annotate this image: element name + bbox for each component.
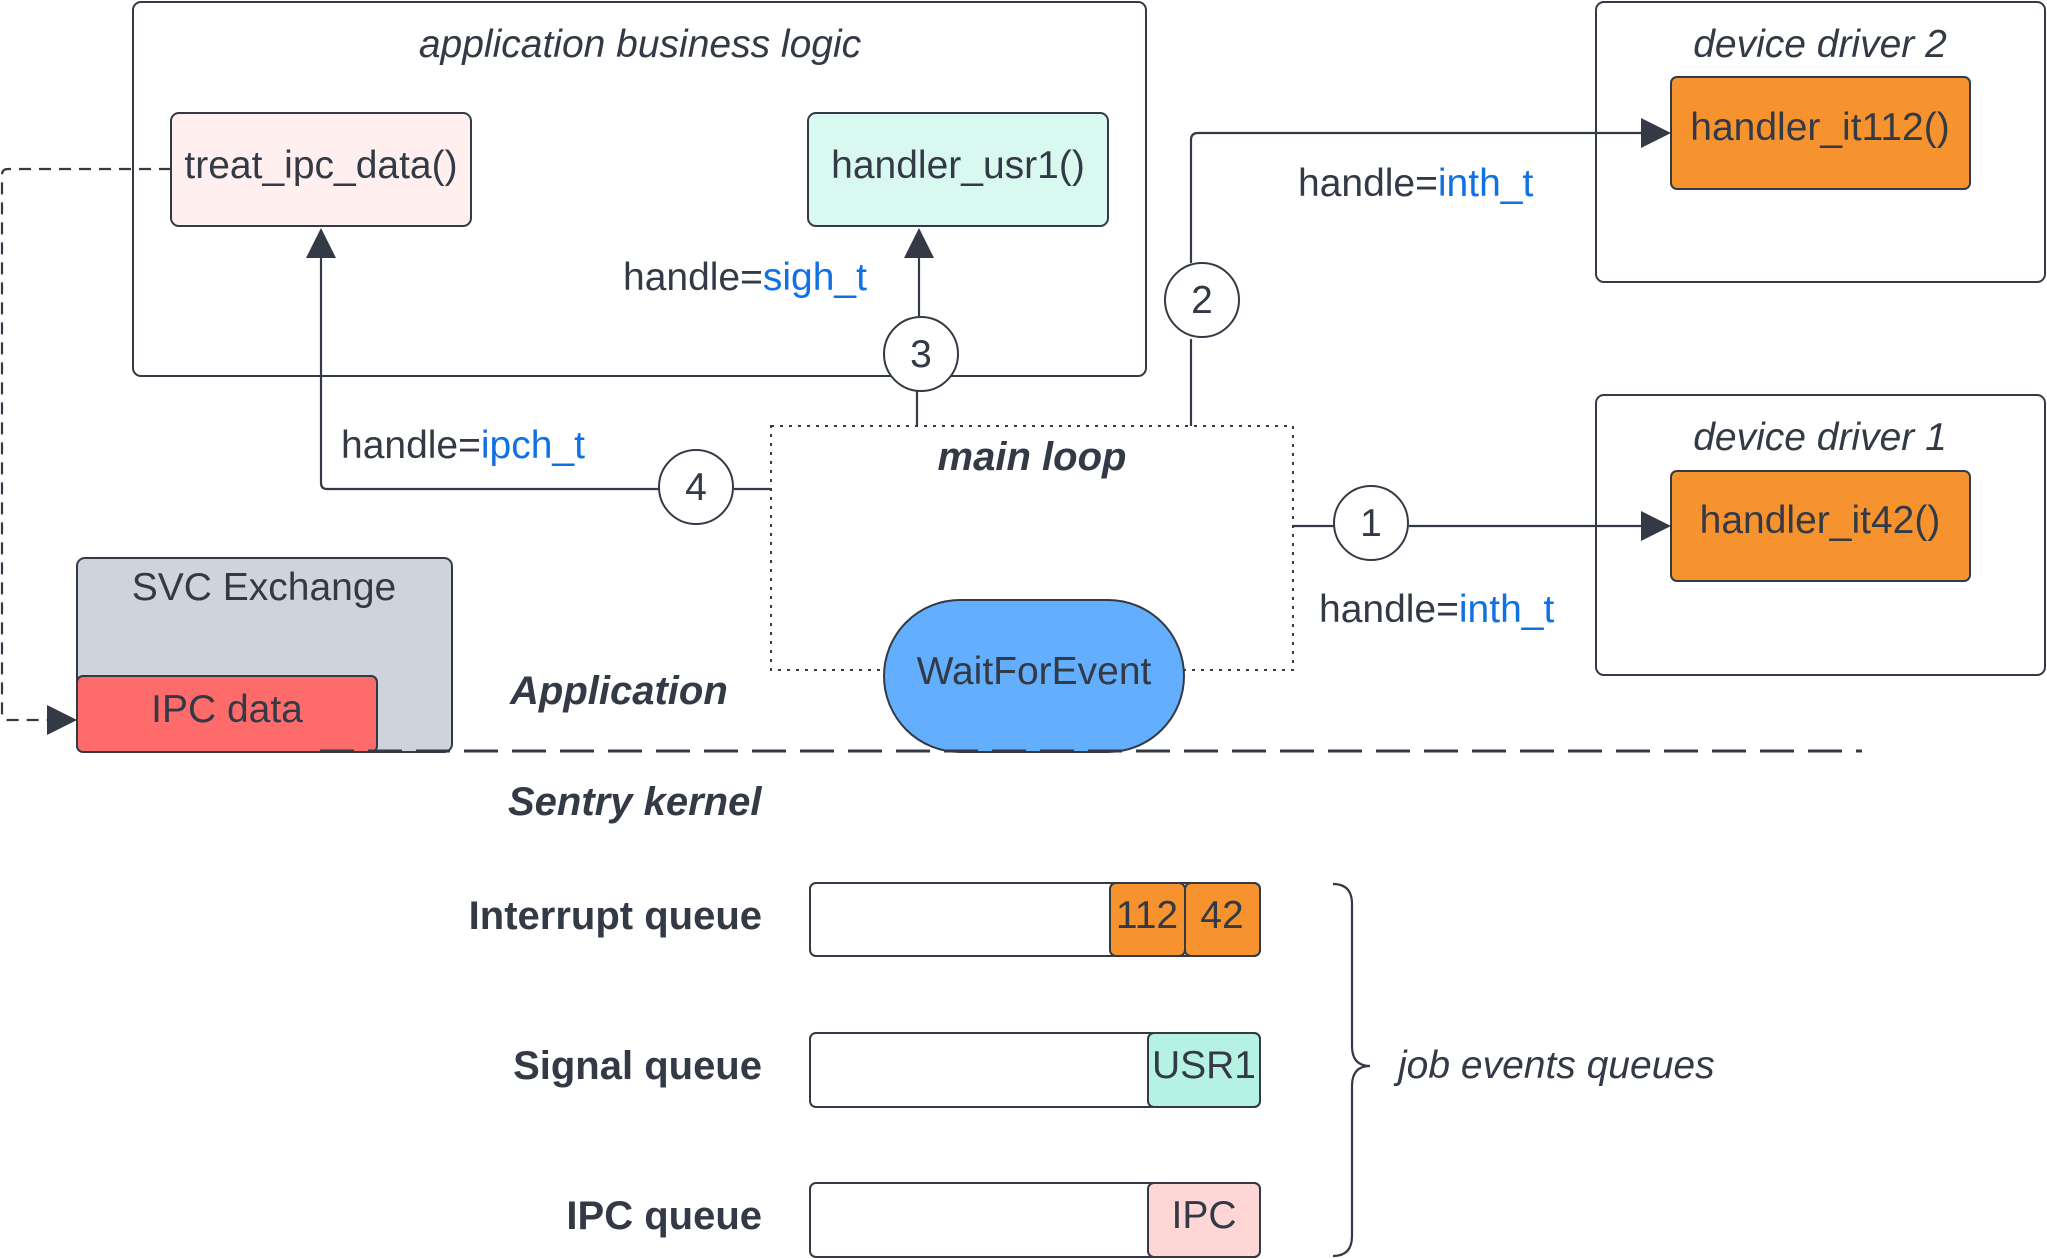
handler-it42-box [1670, 470, 1971, 582]
ipc-data-label: IPC data [151, 688, 303, 731]
edge-3: 3 handle=sigh_t [623, 228, 959, 426]
device-driver-2-container: device driver 2 handler_it112() [1595, 1, 2046, 283]
handler-it112-label: handler_it112() [1690, 106, 1949, 149]
handler-usr1-label: handler_usr1() [831, 144, 1085, 187]
queue-item-42 [1184, 882, 1261, 957]
edge-4-label: handle=ipch_t [341, 424, 585, 467]
handler-it42-label: handler_it42() [1700, 499, 1941, 542]
interrupt-queue: Interrupt queue 112 42 [469, 882, 1261, 957]
ipc-data-box [76, 675, 378, 753]
queue-item-usr1-label: USR1 [1152, 1044, 1256, 1087]
kernel-layer-label: Sentry kernel [508, 780, 762, 824]
edge-3-label: handle=sigh_t [623, 256, 867, 299]
interrupt-queue-label: Interrupt queue [469, 894, 762, 938]
edge-4: 4 handle=ipch_t [306, 228, 771, 525]
queue-item-112-label: 112 [1116, 894, 1178, 937]
treat-ipc-data-label: treat_ipc_data() [184, 144, 457, 187]
application-layer-label: Application [509, 669, 728, 713]
job-events-queues-label: job events queues [1393, 1044, 1715, 1087]
edge-2-label: handle=inth_t [1298, 162, 1533, 205]
handler-usr1-box: handler_usr1() [807, 112, 1109, 227]
ipc-data-link [0, 167, 171, 735]
step-4-number: 4 [685, 466, 707, 509]
svc-exchange-container: SVC Exchange IPC data [76, 557, 453, 753]
step-4-circle [658, 449, 734, 525]
queue-item-ipc-label: IPC [1171, 1194, 1236, 1237]
main-loop-title: main loop [938, 435, 1127, 479]
queue-item-42-label: 42 [1200, 894, 1243, 937]
step-3-circle [883, 316, 959, 392]
device-driver-1-title: device driver 1 [1693, 416, 1947, 459]
treat-ipc-data-box: treat_ipc_data() [170, 112, 472, 227]
business-logic-container: application business logic [132, 1, 1147, 377]
device-driver-1-container: device driver 1 handler_it42() [1595, 394, 2046, 676]
signal-queue-label: Signal queue [513, 1044, 762, 1088]
ipc-queue-label: IPC queue [566, 1194, 762, 1238]
signal-queue: Signal queue USR1 [513, 1032, 1261, 1108]
step-3-number: 3 [910, 333, 932, 376]
device-driver-2-title: device driver 2 [1693, 23, 1947, 66]
edge-2: 2 handle=inth_t [1164, 118, 1671, 426]
svc-exchange-title: SVC Exchange [132, 566, 397, 609]
edge-1-label: handle=inth_t [1319, 588, 1554, 631]
wait-for-event-node: WaitForEvent [883, 599, 1185, 753]
step-2-number: 2 [1191, 279, 1213, 322]
queue-item-usr1 [1147, 1032, 1261, 1108]
queues-brace [1332, 882, 1371, 1258]
step-2-circle [1164, 262, 1240, 338]
business-logic-title: application business logic [419, 23, 862, 66]
step-1-number: 1 [1360, 502, 1382, 545]
handler-it112-box [1670, 76, 1971, 190]
queue-item-ipc [1147, 1182, 1261, 1258]
ipc-queue: IPC queue IPC [566, 1182, 1261, 1258]
step-1-circle [1333, 485, 1409, 561]
edge-1: 1 handle=inth_t [1293, 485, 1671, 631]
wait-for-event-label: WaitForEvent [917, 650, 1152, 693]
